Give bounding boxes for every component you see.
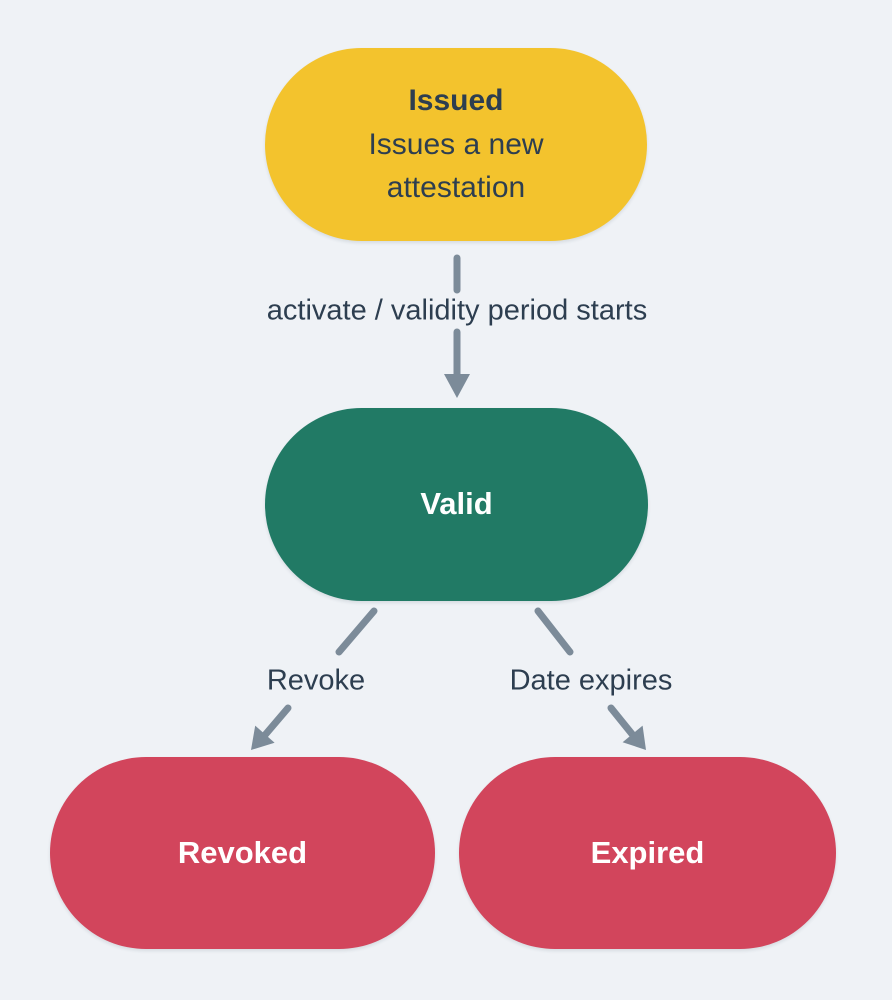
node-revoked-title: Revoked bbox=[177, 834, 308, 870]
arrowhead-down-left-icon bbox=[251, 725, 275, 750]
edge-label-revoke: Revoke bbox=[266, 664, 366, 697]
node-expired: Expired bbox=[459, 757, 836, 949]
node-issued-title: Issued bbox=[408, 84, 504, 118]
arrowhead-down-icon bbox=[444, 374, 470, 398]
node-issued: Issued Issues a new attestation bbox=[265, 48, 647, 241]
arrow-segment bbox=[607, 704, 636, 738]
node-valid-title: Valid bbox=[420, 486, 493, 522]
arrow-segment bbox=[261, 704, 292, 739]
node-valid: Valid bbox=[265, 408, 648, 601]
arrow-segment bbox=[534, 607, 574, 656]
node-revoked: Revoked bbox=[50, 757, 435, 949]
arrow-segment bbox=[335, 607, 378, 656]
arrow-valid-to-expired bbox=[534, 607, 646, 750]
arrow-valid-to-revoked bbox=[251, 607, 378, 750]
arrowhead-down-right-icon bbox=[622, 725, 646, 750]
arrow-issued-to-valid bbox=[444, 254, 470, 398]
node-issued-subtitle: Issues a new attestation bbox=[368, 127, 544, 205]
node-expired-title: Expired bbox=[590, 834, 705, 870]
edge-label-activate: activate / validity period starts bbox=[266, 294, 648, 327]
edge-label-date-expires: Date expires bbox=[509, 664, 673, 697]
